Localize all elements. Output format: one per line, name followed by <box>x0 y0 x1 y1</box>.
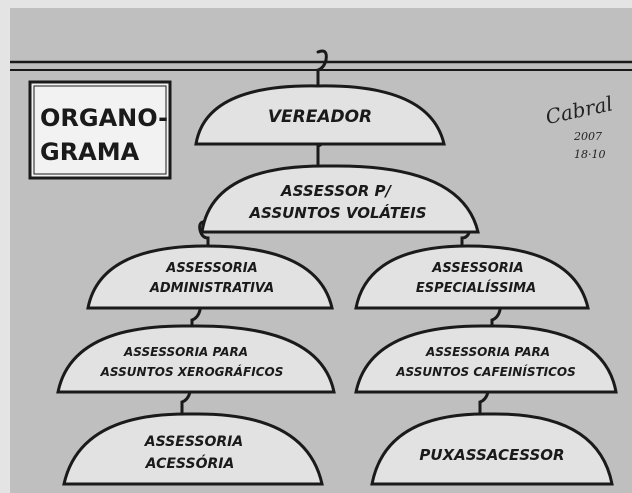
hanger-xerograficos: ASSESSORIA PARA ASSUNTOS XEROGRÁFICOS <box>56 324 336 394</box>
hanger-esp-line-2: ESPECIALÍSSIMA <box>416 280 536 296</box>
hanger-xero-line-2: ASSUNTOS XEROGRÁFICOS <box>100 364 284 379</box>
hanger-cafe-line-1: ASSESSORIA PARA <box>425 345 550 359</box>
hanger-especialissima: ASSESSORIA ESPECIALÍSSIMA <box>354 244 590 310</box>
hanger-assessor-line-1: ASSESSOR P/ <box>280 182 393 200</box>
hanger-acess-line-1: ASSESSORIA <box>144 434 243 450</box>
signature-date: 18·10 <box>574 148 606 161</box>
title-line-2: GRAMA <box>40 138 140 166</box>
title-line-1: ORGANO- <box>40 104 168 132</box>
title-sign: ORGANO- GRAMA <box>28 80 172 180</box>
hanger-xero-line-1: ASSESSORIA PARA <box>123 345 248 359</box>
hanger-administrativa: ASSESSORIA ADMINISTRATIVA <box>86 244 334 310</box>
hook-top-icon <box>316 49 328 88</box>
hanger-vereador-label: VEREADOR <box>268 107 372 127</box>
hanger-puxassacessor: PUXASSACESSOR <box>370 412 614 486</box>
hanger-vereador: VEREADOR <box>194 84 446 146</box>
hanger-cafeinisticos: ASSESSORIA PARA ASSUNTOS CAFEINÍSTICOS <box>354 324 618 394</box>
hanger-esp-line-1: ASSESSORIA <box>431 261 523 276</box>
hanger-adm-line-1: ASSESSORIA <box>165 261 257 276</box>
hanger-assessor-line-2: ASSUNTOS VOLÁTEIS <box>248 203 426 222</box>
hanger-adm-line-2: ADMINISTRATIVA <box>149 281 274 296</box>
signature-year: 2007 <box>573 130 602 143</box>
hanger-cafe-line-2: ASSUNTOS CAFEINÍSTICOS <box>395 364 576 379</box>
hanger-puxa-label: PUXASSACESSOR <box>419 446 564 464</box>
hanger-acessoria: ASSESSORIA ACESSÓRIA <box>62 412 324 486</box>
hanger-assessor-volateis: ASSESSOR P/ ASSUNTOS VOLÁTEIS <box>200 164 480 234</box>
hanger-acess-line-2: ACESSÓRIA <box>145 454 235 472</box>
